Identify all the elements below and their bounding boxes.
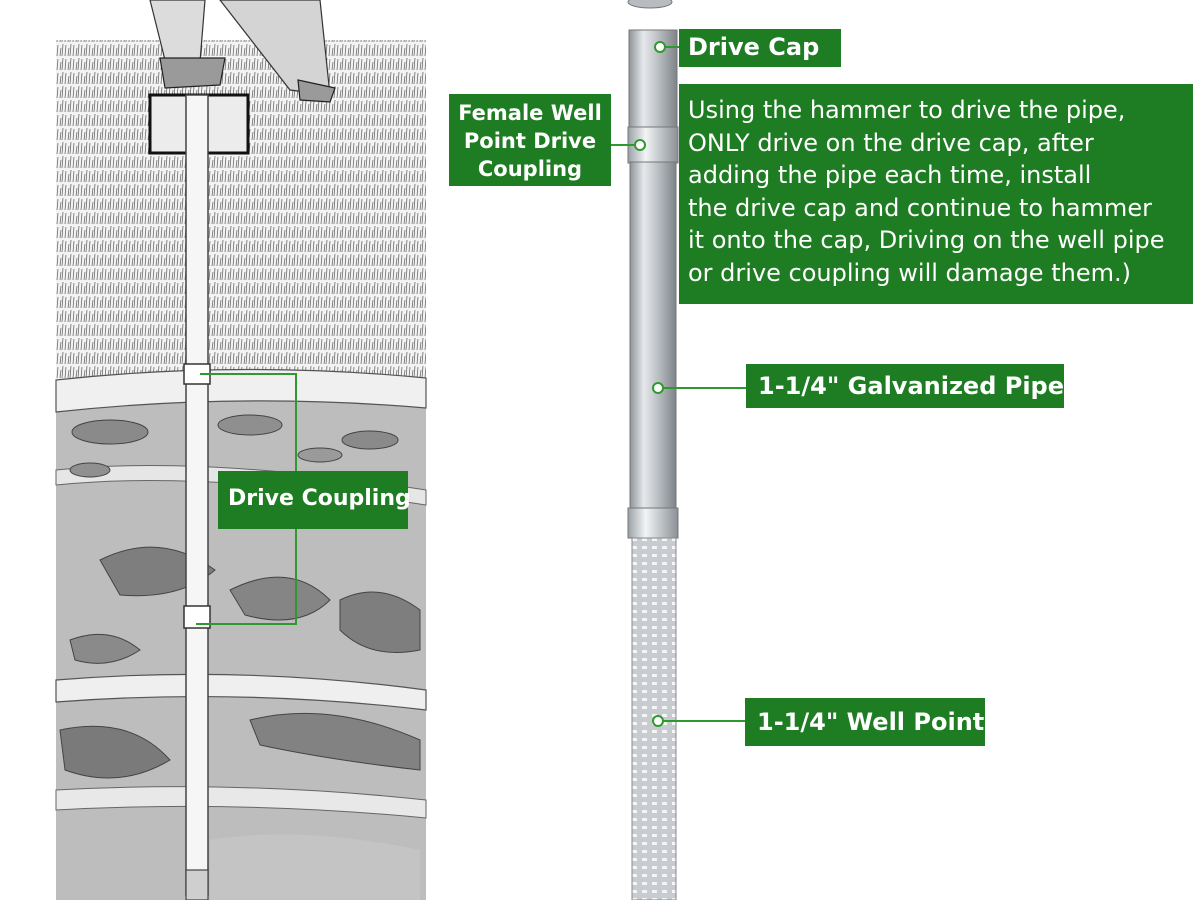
grass-layer [56, 40, 426, 385]
person-illustration [149, 0, 336, 103]
left-well-pipe [183, 94, 211, 900]
drive-cap-top [627, 0, 673, 9]
instructions-box: Using the hammer to drive the pipe, ONLY… [679, 84, 1193, 304]
drive-cap-label: Drive Cap [679, 29, 841, 67]
instruction-line: adding the pipe each time, install [688, 161, 1092, 189]
instruction-line: Using the hammer to drive the pipe, [688, 96, 1126, 124]
female-coupling-label: Female Well Point Drive Coupling [449, 94, 611, 186]
galvanized-pipe-label: 1-1/4" Galvanized Pipe [746, 364, 1064, 408]
instruction-line: ONLY drive on the drive cap, after [688, 128, 1094, 157]
instruction-line: or drive coupling will damage them.) [688, 258, 1131, 287]
drive-coupling-leader [196, 373, 297, 625]
left-lower-coupling [183, 605, 211, 629]
instruction-line: it onto the cap, Driving on the well pip… [688, 226, 1165, 254]
drive-coupling-label: Drive Coupling [218, 471, 411, 529]
galvanized-pipe-photo [627, 29, 679, 900]
well-point-label: 1-1/4" Well Point [745, 698, 985, 746]
soil-cross-section [55, 40, 427, 900]
photo-leaders [611, 41, 746, 727]
instruction-line: the drive cap and continue to hammer [688, 193, 1152, 222]
